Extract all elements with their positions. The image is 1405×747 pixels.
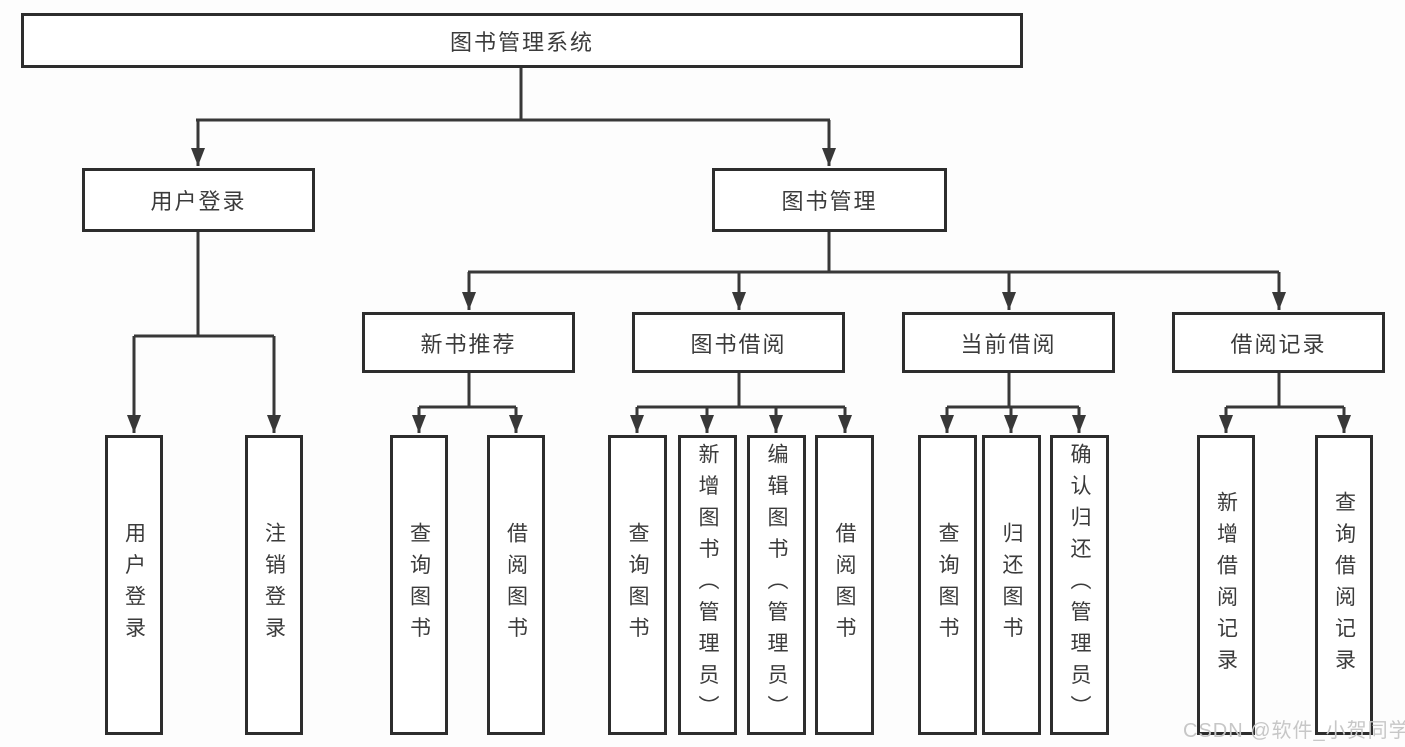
leaf-add-borrow-record: 新增借阅记录 [1197,435,1255,735]
watermark: CSDN @软件_小贺同学 [1183,720,1405,742]
leaf-logout: 注销登录 [245,435,303,735]
leaf-borrow-books: 借阅图书 [487,435,545,735]
leaf-label: 编辑图书（管理员） [765,443,788,727]
leaf-query-books: 查询图书 [918,435,977,735]
node-user-login: 用户登录 [82,168,315,232]
leaf-label: 新增借阅记录 [1214,490,1238,680]
leaf-label: 查询图书 [407,522,431,648]
node-book-borrow: 图书借阅 [632,312,845,373]
leaf-label: 查询图书 [936,522,959,648]
node-book-management: 图书管理 [712,168,947,232]
leaf-label: 查询借阅记录 [1332,490,1356,680]
leaf-query-borrow-record: 查询借阅记录 [1315,435,1373,735]
leaf-query-books: 查询图书 [608,435,667,735]
leaf-borrow-books: 借阅图书 [815,435,874,735]
leaf-return-books: 归还图书 [982,435,1041,735]
leaf-user-login: 用户登录 [105,435,163,735]
node-current-borrow: 当前借阅 [902,312,1115,373]
leaf-query-books: 查询图书 [390,435,448,735]
leaf-add-book-admin: 新增图书（管理员） [678,435,737,735]
leaf-label: 归还图书 [1000,522,1023,648]
node-borrow-records: 借阅记录 [1172,312,1385,373]
leaf-label: 注销登录 [262,522,286,648]
leaf-label: 确认归还（管理员） [1068,443,1091,727]
leaf-label: 查询图书 [626,522,649,648]
node-library-management-system: 图书管理系统 [21,13,1023,68]
leaf-label: 用户登录 [122,522,146,648]
leaf-label: 借阅图书 [504,522,528,648]
leaf-edit-book-admin: 编辑图书（管理员） [747,435,806,735]
leaf-confirm-return-admin: 确认归还（管理员） [1050,435,1109,735]
node-new-book-recommend: 新书推荐 [362,312,575,373]
leaf-label: 借阅图书 [833,522,856,648]
leaf-label: 新增图书（管理员） [696,443,719,727]
